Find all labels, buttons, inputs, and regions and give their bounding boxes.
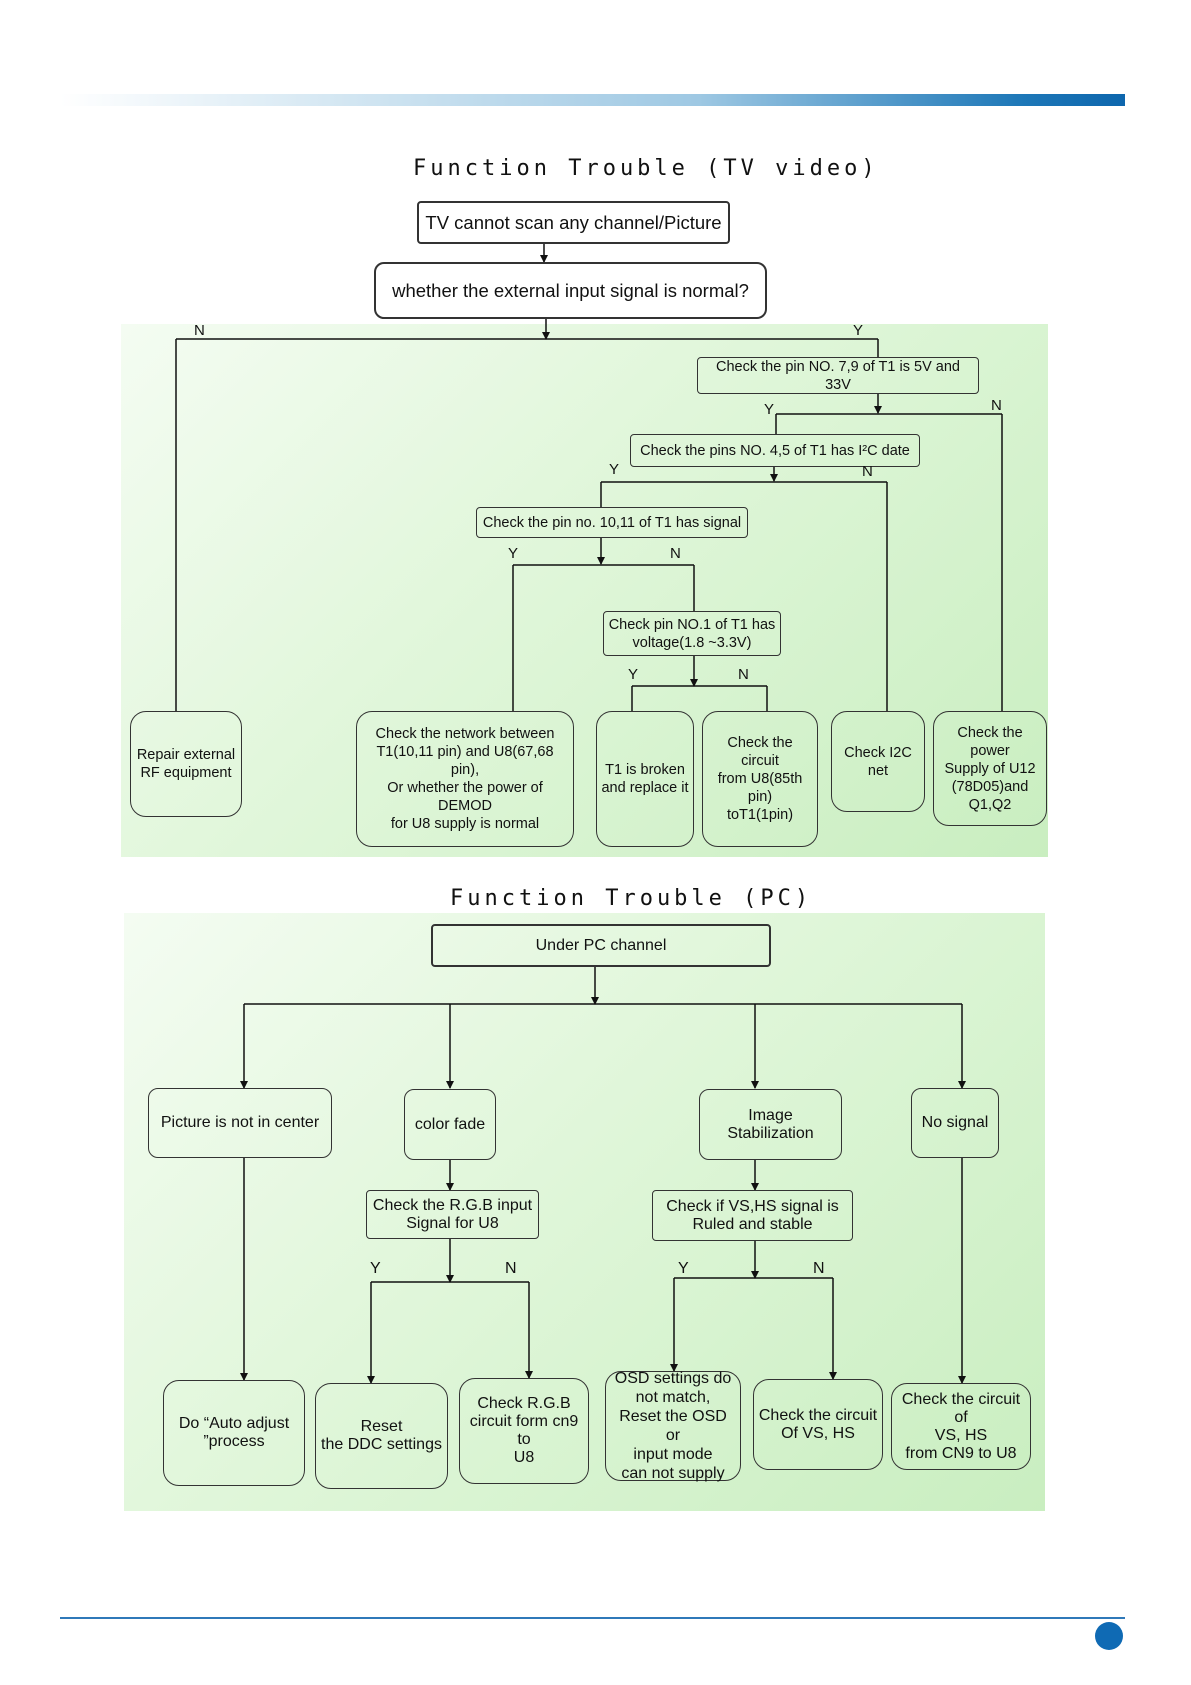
pc-vshs-check: Check if VS,HS signal is Ruled and stabl…	[652, 1190, 853, 1241]
tv-check-circuit-u8-box: Check the circuit from U8(85th pin) toT1…	[702, 711, 818, 847]
tv-pin45-check: Check the pins NO. 4,5 of T1 has I²C dat…	[630, 434, 920, 467]
pc-flowchart-title: Function Trouble (PC)	[450, 886, 813, 911]
pc-color-fade-box: color fade	[404, 1089, 496, 1160]
tv-flowchart-title: Function Trouble (TV video)	[413, 156, 879, 181]
tv-label-p1011-n: N	[670, 545, 681, 562]
tv-label-p1-y: Y	[628, 666, 639, 683]
tv-label-p79-n: N	[991, 397, 1002, 414]
tv-label-p79-y: Y	[764, 401, 775, 418]
tv-pin1011-check: Check the pin no. 10,11 of T1 has signal	[476, 507, 748, 538]
pc-check-rgb-circuit-box: Check R.G.B circuit form cn9 to U8	[459, 1378, 589, 1484]
pc-auto-adjust-box: Do “Auto adjust ”process	[163, 1380, 305, 1486]
pc-reset-ddc-box: Reset the DDC settings	[315, 1383, 448, 1489]
tv-flowchart-panel	[121, 324, 1048, 857]
pc-check-cn9-circuit-box: Check the circuit of VS, HS from CN9 to …	[891, 1383, 1031, 1470]
tv-check-i2c-box: Check I2C net	[831, 711, 925, 812]
tv-check-network-box: Check the network between T1(10,11 pin) …	[356, 711, 574, 847]
pc-rgb-input-check: Check the R.G.B input Signal for U8	[366, 1190, 539, 1239]
pc-no-signal-box: No signal	[911, 1088, 999, 1158]
tv-label-p1-n: N	[738, 666, 749, 683]
tv-repair-rf-box: Repair external RF equipment	[130, 711, 242, 817]
tv-start-box: TV cannot scan any channel/Picture	[417, 201, 730, 244]
pc-label-vs-y: Y	[678, 1260, 689, 1277]
footer-rule	[60, 1617, 1125, 1619]
pc-check-vshs-circuit-box: Check the circuit Of VS, HS	[753, 1379, 883, 1470]
tv-label-p45-n: N	[862, 463, 873, 480]
tv-external-signal-question: whether the external input signal is nor…	[374, 262, 767, 319]
tv-label-ext-n: N	[194, 322, 205, 339]
pc-image-stabilization-box: Image Stabilization	[699, 1089, 842, 1160]
tv-label-p45-y: Y	[609, 461, 620, 478]
tv-t1-broken-box: T1 is broken and replace it	[596, 711, 694, 847]
tv-pin79-check: Check the pin NO. 7,9 of T1 is 5V and 33…	[697, 357, 979, 394]
pc-label-rgb-n: N	[505, 1260, 517, 1277]
pc-start-box: Under PC channel	[431, 924, 771, 967]
page-marker-dot	[1095, 1622, 1123, 1650]
tv-label-p1011-y: Y	[508, 545, 519, 562]
tv-check-power-u12-box: Check the power Supply of U12 (78D05)and…	[933, 711, 1047, 826]
pc-label-rgb-y: Y	[370, 1260, 381, 1277]
header-gradient-bar	[60, 94, 1125, 106]
tv-pin1-check: Check pin NO.1 of T1 has voltage(1.8 ~3.…	[603, 611, 781, 656]
pc-picture-not-center-box: Picture is not in center	[148, 1088, 332, 1158]
pc-label-vs-n: N	[813, 1260, 825, 1277]
pc-osd-settings-box: OSD settings do not match, Reset the OSD…	[605, 1370, 741, 1482]
tv-label-ext-y: Y	[853, 322, 864, 339]
